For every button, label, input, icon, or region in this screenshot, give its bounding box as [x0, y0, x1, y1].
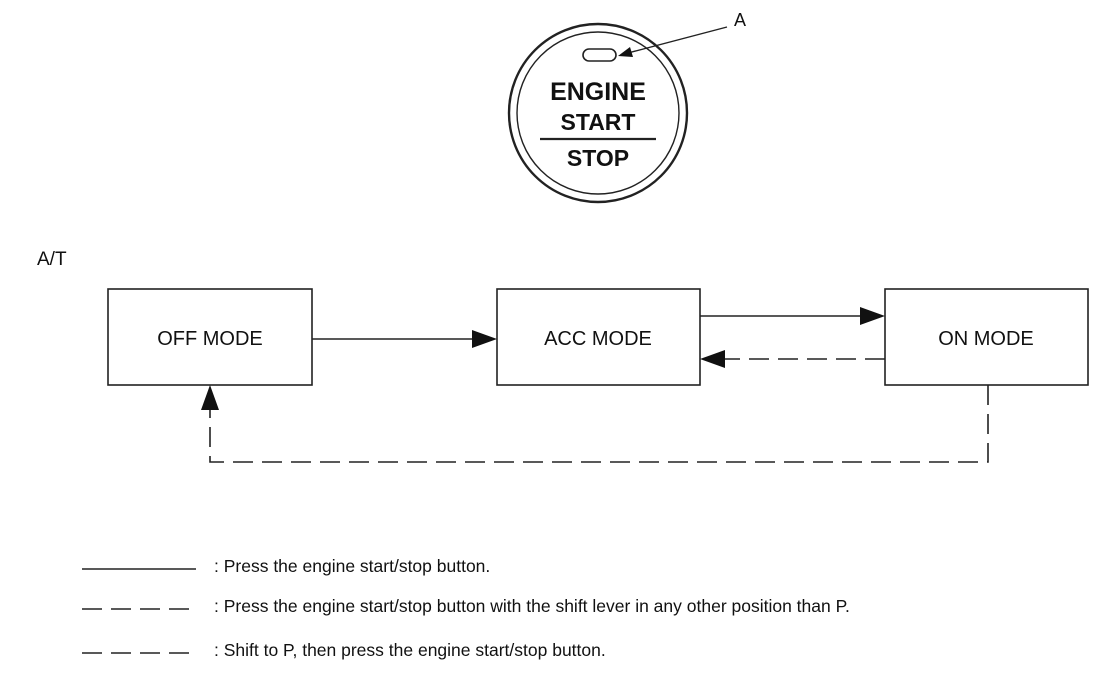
- button-label-engine: ENGINE: [550, 78, 646, 106]
- arrow-on-to-off-line: [209, 385, 989, 463]
- on-mode-label: ON MODE: [938, 328, 1034, 350]
- off-mode-label: OFF MODE: [157, 328, 263, 350]
- on-mode-rect: [884, 288, 1089, 386]
- legend-text: : Press the engine start/stop button.: [214, 556, 490, 576]
- indicator-lamp-icon: [582, 48, 617, 62]
- legend-item: : Press the engine start/stop button wit…: [82, 596, 850, 616]
- arrow-on-to-off-head: [201, 385, 219, 410]
- arrow-off-to-acc: [312, 330, 497, 348]
- callout-a: A: [618, 10, 746, 57]
- arrow-acc-to-on: [700, 307, 885, 325]
- legend-item: : Press the engine start/stop button.: [82, 556, 490, 576]
- off-mode-box: OFF MODE: [107, 288, 313, 386]
- callout-leader-line: [627, 26, 728, 54]
- legend-item: : Shift to P, then press the engine star…: [82, 640, 606, 660]
- callout-label: A: [734, 10, 746, 30]
- callout-arrowhead: [618, 47, 633, 57]
- button-label-start: START: [561, 109, 636, 135]
- legend: : Press the engine start/stop button. : …: [82, 556, 850, 660]
- arrow-on-to-acc: [700, 350, 885, 368]
- acc-mode-rect: [496, 288, 701, 386]
- arrow-acc-to-on-head: [860, 307, 885, 325]
- arrow-on-to-acc-head: [700, 350, 725, 368]
- on-mode-box: ON MODE: [884, 288, 1089, 386]
- button-label-stop: STOP: [567, 145, 629, 171]
- arrow-on-to-off: [201, 385, 989, 463]
- acc-mode-box: ACC MODE: [496, 288, 701, 386]
- legend-text: : Shift to P, then press the engine star…: [214, 640, 606, 660]
- off-mode-rect: [107, 288, 313, 386]
- button-inner-ring: [516, 31, 680, 195]
- engine-start-stop-button: ENGINE START STOP: [507, 22, 689, 204]
- section-label: A/T: [37, 249, 67, 270]
- arrow-off-to-acc-head: [472, 330, 497, 348]
- legend-text: : Press the engine start/stop button wit…: [214, 596, 850, 616]
- acc-mode-label: ACC MODE: [544, 328, 652, 350]
